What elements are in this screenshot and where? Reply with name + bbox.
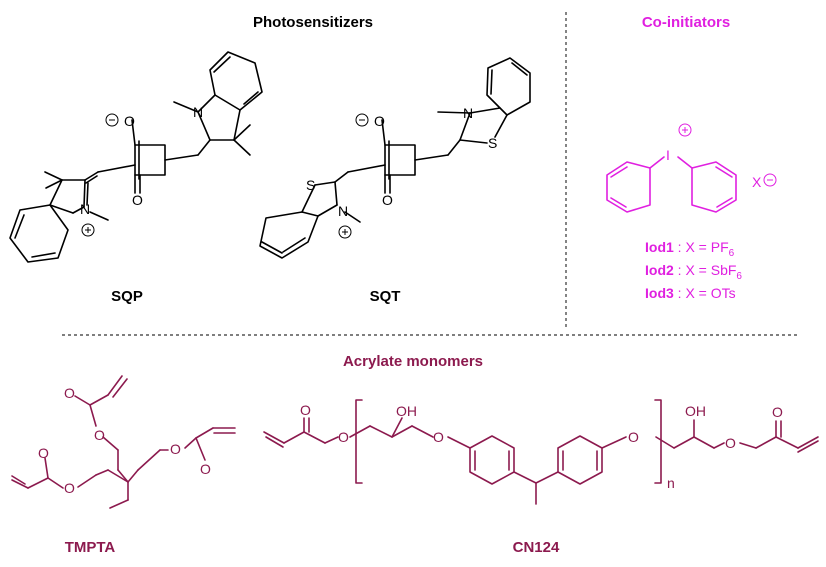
sqp-oxygen-bottom: O: [132, 192, 143, 208]
tmpta-o4: O: [200, 461, 211, 477]
tmpta-label: TMPTA: [65, 539, 116, 556]
cn124-ether-repeat: O: [433, 429, 444, 445]
iodonium-salt-list: Iod1 : X = PF6 Iod2 : X = SbF6 Iod3 : X …: [645, 239, 742, 301]
cn124-ether-left: O: [338, 429, 349, 445]
sqp-oxygen-top: O: [124, 113, 135, 129]
photosensitizers-header: Photosensitizers: [253, 14, 373, 31]
sqt-nitrogen-left: N: [338, 203, 348, 219]
tmpta-o6: O: [38, 445, 49, 461]
cn124-ether-right: O: [725, 435, 736, 451]
counterion-minus-charge: [763, 173, 777, 187]
coinitiators-header: Co-initiators: [642, 14, 730, 31]
iod1-line: Iod1 : X = PF6: [645, 239, 735, 259]
sqt-minus-charge: [355, 113, 369, 127]
tmpta-o2: O: [94, 427, 105, 443]
sqp-nitrogen-left: N: [80, 201, 90, 217]
sqp-structure: [9, 51, 263, 263]
sqp-nitrogen-right: N: [193, 104, 203, 120]
tmpta-o5: O: [64, 480, 75, 496]
iodonium-plus-charge: [678, 123, 692, 137]
sqt-sulfur-left: S: [306, 177, 315, 193]
iodine-atom: I: [666, 147, 670, 163]
cn124-structure: [263, 399, 819, 505]
sqt-nitrogen-right: N: [463, 105, 473, 121]
cn124-repeat-n: n: [667, 475, 675, 491]
cn124-hydroxyl-repeat: OH: [396, 403, 417, 419]
sqt-oxygen-top: O: [374, 113, 385, 129]
sqp-minus-charge: [105, 113, 119, 127]
sqt-structure: [259, 57, 531, 259]
tmpta-o1: O: [64, 385, 75, 401]
sqp-label: SQP: [111, 288, 143, 305]
cn124-hydroxyl-right: OH: [685, 403, 706, 419]
sqt-oxygen-bottom: O: [382, 192, 393, 208]
cn124-ether-phenol: O: [628, 429, 639, 445]
tmpta-structure: [11, 375, 236, 509]
cn124-ketone-right: O: [772, 404, 783, 420]
monomers-header: Acrylate monomers: [343, 353, 483, 370]
cn124-ketone-left: O: [300, 402, 311, 418]
iod2-line: Iod2 : X = SbF6: [645, 262, 742, 282]
counterion-x: X: [752, 174, 762, 190]
sqp-plus-charge: [81, 223, 95, 237]
cn124-label: CN124: [513, 539, 560, 556]
sqt-plus-charge: [338, 225, 352, 239]
iodonium-structure: [606, 156, 737, 213]
tmpta-o3: O: [170, 441, 181, 457]
iod3-line: Iod3 : X = OTs: [645, 285, 736, 301]
sqt-sulfur-right: S: [488, 135, 497, 151]
sqt-label: SQT: [370, 288, 401, 305]
